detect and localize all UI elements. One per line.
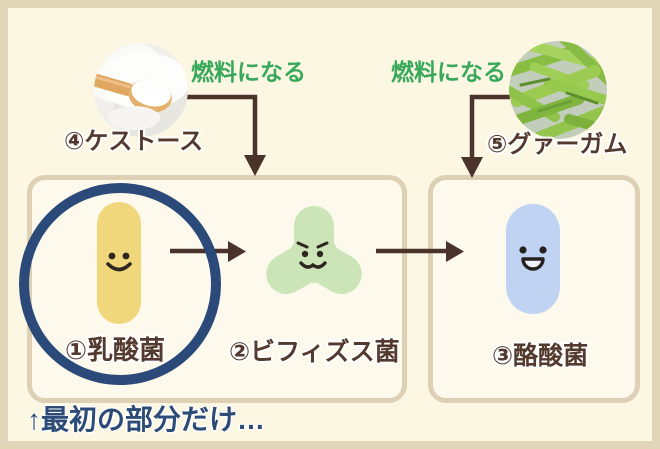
- kestose-label: ④ケストース: [64, 128, 204, 155]
- guar-gum-label: ⑤グァーガム: [487, 131, 628, 158]
- arrow-guargum-down: [469, 94, 512, 158]
- fuel-label-right: 燃料になる: [391, 59, 506, 85]
- highlight-ring: [19, 183, 221, 385]
- arrowhead-right-icon: [228, 241, 246, 262]
- arrowhead-down-icon: [461, 157, 483, 178]
- butyric-bacterium-icon: [506, 204, 560, 314]
- fuel-label-left: 燃料になる: [191, 59, 306, 85]
- lactic-label: ①乳酸菌: [65, 335, 166, 365]
- bottom-note: ↑最初の部分だけ…: [27, 404, 266, 435]
- arrowhead-down-icon: [244, 155, 266, 176]
- bifidus-bacterium-icon: [266, 206, 362, 294]
- guar-gum-beans-photo: [509, 41, 607, 139]
- arrow-kestose-down: [180, 94, 258, 156]
- arrowhead-right-icon: [446, 241, 464, 262]
- lactic-bacterium-icon: [97, 202, 141, 324]
- bifidus-label: ②ビフィズス菌: [229, 338, 400, 366]
- butyric-label: ③酪酸菌: [492, 342, 589, 370]
